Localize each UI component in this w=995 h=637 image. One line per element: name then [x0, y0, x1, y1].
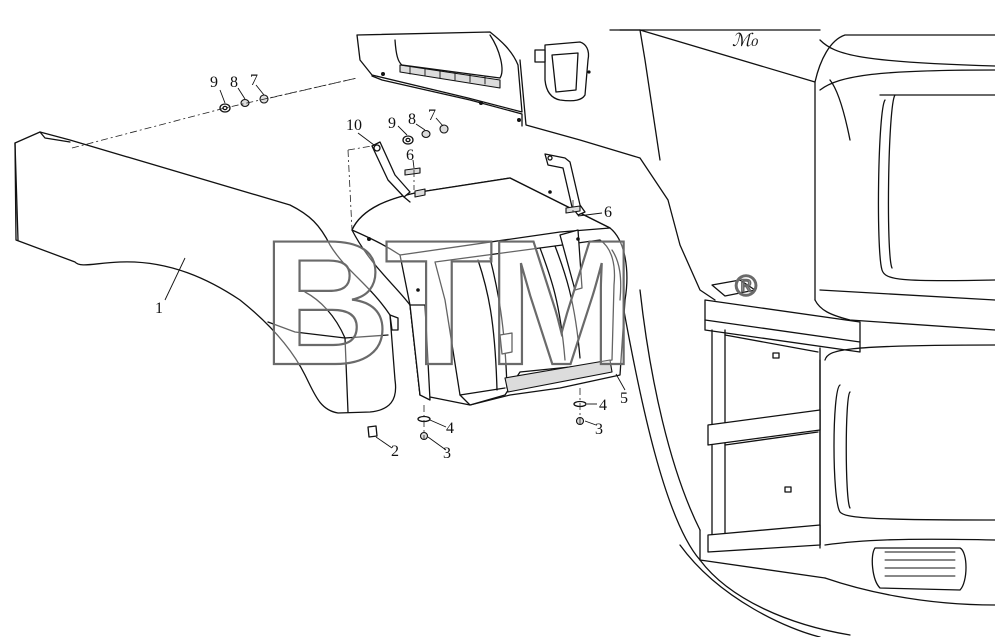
callout-7: 7 — [250, 72, 258, 89]
callout-9: 9 — [210, 74, 218, 91]
callout-7: 7 — [428, 107, 436, 124]
watermark-registered-mark: ® — [735, 270, 757, 303]
callout-3: 3 — [595, 421, 603, 438]
callout-3: 3 — [443, 445, 451, 462]
callouts: 1 2 3 3 4 4 5 6 6 7 7 8 8 9 9 10 — [155, 72, 628, 462]
callout-2: 2 — [391, 443, 399, 460]
callout-5: 5 — [620, 390, 628, 407]
fasteners — [219, 94, 587, 441]
bracket-part-10 — [371, 141, 411, 203]
callout-8: 8 — [230, 74, 238, 91]
callout-9: 9 — [388, 115, 396, 132]
cab-body — [519, 29, 995, 637]
watermark-text: BTM — [262, 203, 630, 402]
upper-fairing — [356, 31, 591, 127]
cab-logo: ℳ₀ — [732, 30, 758, 51]
callout-4: 4 — [599, 397, 607, 414]
callout-10: 10 — [346, 117, 362, 134]
assembly-lines — [71, 77, 581, 440]
step-assembly — [704, 279, 861, 553]
callout-6: 6 — [406, 147, 414, 164]
callout-6: 6 — [604, 204, 612, 221]
fender-part-1 — [14, 131, 399, 414]
bracket-right — [544, 153, 586, 216]
leader-lines — [164, 84, 626, 451]
callout-1: 1 — [155, 300, 163, 317]
callout-4: 4 — [446, 420, 454, 437]
callout-8: 8 — [408, 111, 416, 128]
watermark: BTM ® — [261, 202, 758, 403]
